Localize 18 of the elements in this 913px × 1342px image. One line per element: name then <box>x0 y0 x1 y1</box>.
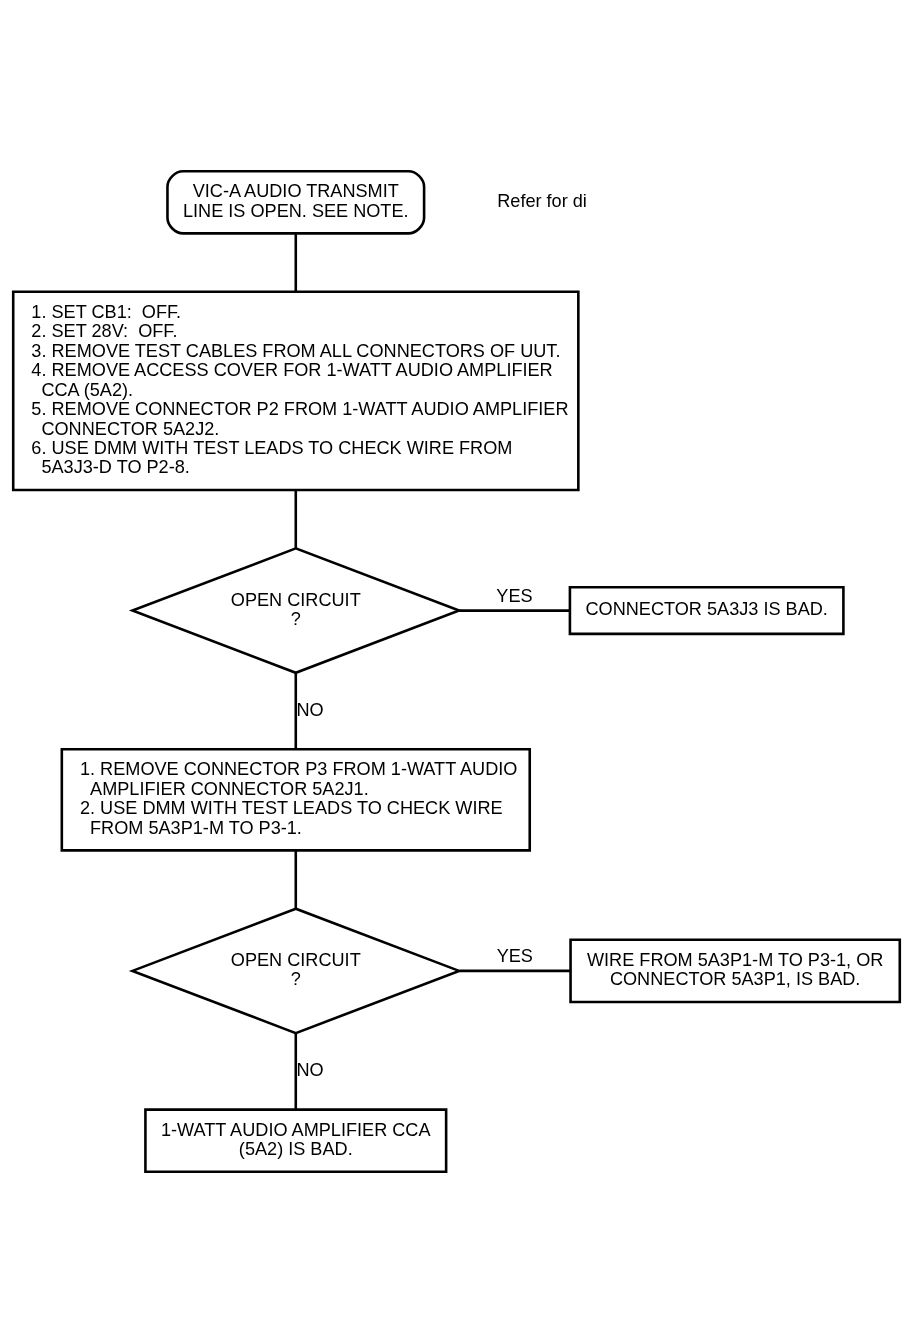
connector <box>294 490 298 548</box>
connector <box>459 969 571 972</box>
label: Refer for di <box>497 190 587 211</box>
connector <box>459 608 570 612</box>
node-box: VIC-A AUDIO TRANSMIT LINE IS OPEN. SEE NOTE. <box>166 169 426 235</box>
connector <box>294 233 298 291</box>
edge-label: YES <box>496 945 533 966</box>
edge-label: YES <box>496 585 533 606</box>
node-box: 1-WATT AUDIO AMPLIFIER CCA (5A2) IS BAD. <box>144 1107 448 1173</box>
node-box: 1. REMOVE CONNECTOR P3 FROM 1-WATT AUDIO AMPLIFIER CONNECTOR 5A2J1. 2. USE DMM WITH TEST LEADS TO CHECK WIRE FROM 5A3P1-M TO P3-1. <box>60 747 532 852</box>
edge-label: NO <box>296 1059 324 1080</box>
node-box: WIRE FROM 5A3P1-M TO P3-1, OR CONNECTOR 5A3P1, IS BAD. <box>569 938 902 1003</box>
node-box: 1. SET CB1: OFF. 2. SET 28V: OFF. 3. REMOVE TEST CABLES FROM ALL CONNECTORS OF UUT. 4. REMOVE ACCESS COVER FOR 1-WATT AUDIO AMPLIFIER CCA (5A2). 5. REMOVE CONNECTOR P2 FROM 1-WATT AUDIO AMPLIFIER CONNECTOR 5A2J2. 6. USE DMM WITH TEST LEADS TO CHECK WIRE FROM 5A3J3-D TO P2-8. <box>11 289 580 491</box>
connector <box>294 1033 298 1109</box>
node-box: CONNECTOR 5A3J3 IS BAD. <box>568 585 845 635</box>
connector <box>294 672 298 749</box>
connector <box>294 850 298 908</box>
edge-label: NO <box>296 699 324 720</box>
